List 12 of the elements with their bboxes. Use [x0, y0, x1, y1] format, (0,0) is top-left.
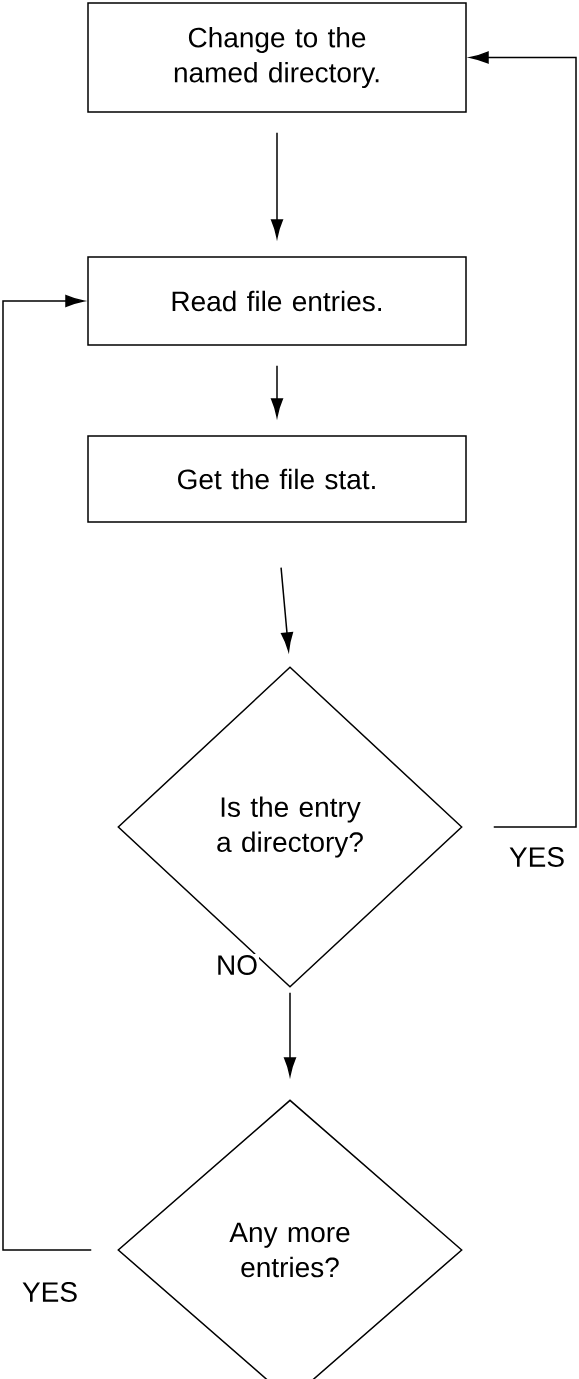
arrow: [469, 51, 577, 828]
arrow: [283, 992, 297, 1077]
edge-label: NO: [215, 954, 259, 976]
arrow: [280, 566, 294, 652]
process-box: Change to the named directory.: [87, 2, 467, 113]
arrow: [270, 132, 284, 239]
arrow: [270, 365, 284, 418]
edge-label: YES: [508, 846, 566, 868]
process-box: Read file entries.: [87, 256, 467, 346]
process-box: Get the file stat.: [87, 435, 467, 523]
arrow: [2, 294, 92, 1251]
edge-label: YES: [21, 1281, 79, 1303]
